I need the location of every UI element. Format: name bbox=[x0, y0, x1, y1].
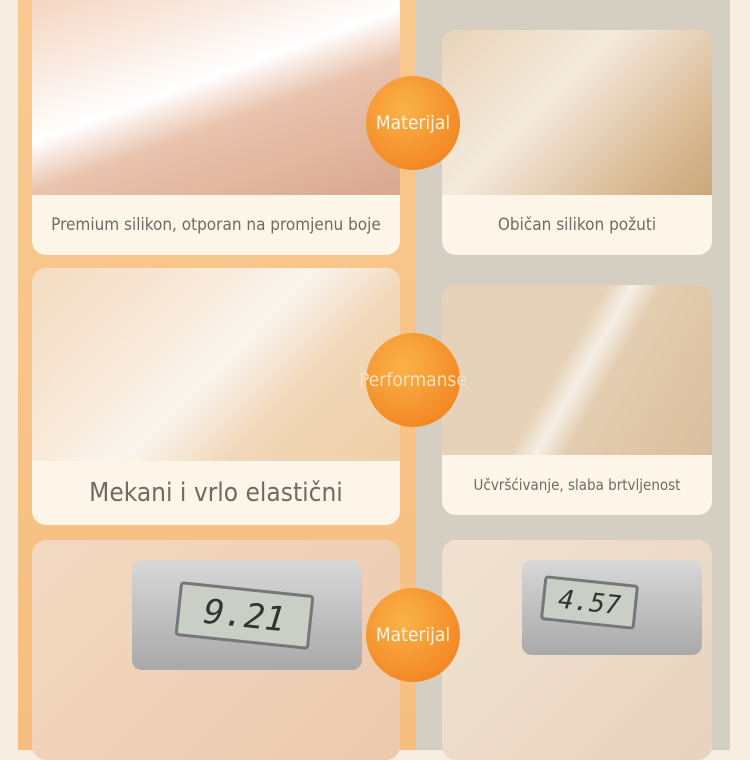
premium-performance-caption: Mekani i vrlo elastični bbox=[89, 478, 343, 508]
yellowed-silicone-photo bbox=[442, 30, 712, 195]
ordinary-performance-card: Učvršćivanje, slaba brtvljenost bbox=[442, 285, 712, 515]
premium-performance-card: Mekani i vrlo elastični bbox=[32, 268, 400, 525]
badge-material-thickness: Materijal bbox=[366, 588, 460, 682]
badge-performance: Performanse bbox=[359, 333, 467, 427]
ordinary-material-card: Običan silikon požuti bbox=[442, 30, 712, 255]
flexible-strip-photo bbox=[32, 268, 400, 461]
ordinary-material-caption: Običan silikon požuti bbox=[497, 215, 657, 235]
premium-material-caption: Premium silikon, otporan na promjenu boj… bbox=[51, 215, 381, 235]
ordinary-performance-caption: Učvršćivanje, slaba brtvljenost bbox=[473, 476, 681, 494]
ordinary-thickness-card: 4.57 bbox=[442, 540, 712, 760]
premium-thickness-card: 9.21 bbox=[32, 540, 400, 760]
stiff-strip-photo bbox=[442, 285, 712, 455]
badge-material: Materijal bbox=[366, 76, 460, 170]
premium-material-card: Premium silikon, otporan na promjenu boj… bbox=[32, 0, 400, 255]
silicone-ring-photo bbox=[32, 0, 400, 195]
